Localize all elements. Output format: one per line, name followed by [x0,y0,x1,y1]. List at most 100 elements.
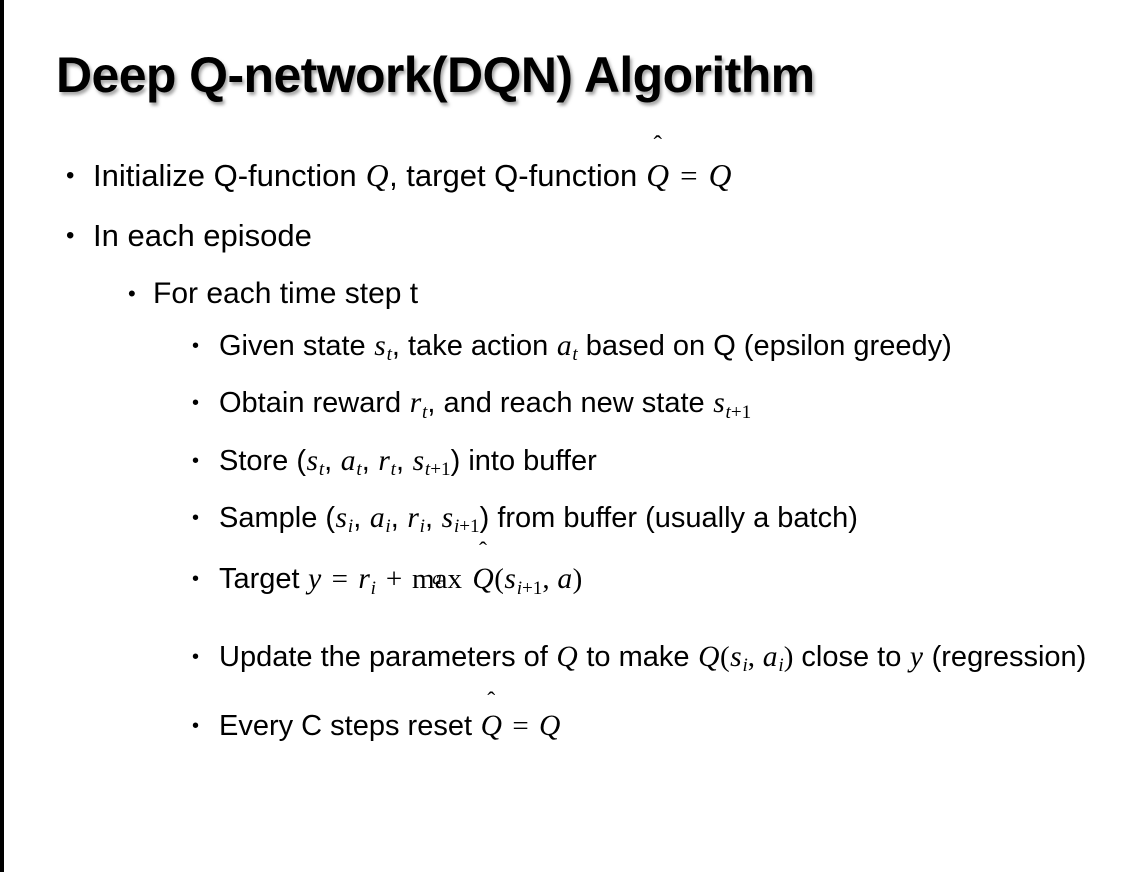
list-item: • Obtain reward rt, and reach new state … [0,379,1124,436]
text-segment: , [395,444,413,477]
bullet-point-icon: • [192,449,200,472]
subscript-offset: +1 [522,577,543,599]
text-segment: , [747,640,763,673]
list-item-text: Update the parameters of Q to make Q(si,… [219,633,1098,690]
list-item-text: Obtain reward rt, and reach new state st… [219,379,1098,436]
subscript-offset: +1 [459,516,480,538]
math-subscript: t+1 [425,459,451,480]
math-symbol-r: r [407,502,419,535]
list-item: • Store (st, at, rt, st+1) into buffer [0,437,1124,494]
list-item-text: For each time step t [153,277,419,310]
math-subscript: i [742,655,748,677]
math-equals: = [512,710,529,743]
subscript-index: t [424,459,431,481]
list-item-text: Initialize Q-function Q, target Q-functi… [93,146,1124,206]
math-symbol-q-hat: ̂Q [646,146,670,206]
text-segment: to make [578,640,698,673]
text-segment: , [542,563,557,596]
page-title: Deep Q-network(DQN) Algorithm [56,47,815,103]
math-symbol-q: Q [365,158,389,193]
subscript-index: t [725,401,731,423]
math-symbol-q: Q [698,640,720,673]
math-symbol-a: a [340,444,356,477]
math-symbol-s: s [412,444,425,477]
text-segment: ) from buffer (usually a batch) [479,502,858,535]
math-subscript: i+1 [516,577,543,599]
text-segment: , target Q-function [389,158,646,193]
math-symbol-s: s [306,444,319,477]
text-segment: Every C steps reset [219,710,481,743]
math-symbol-y: y [308,563,322,596]
subscript-offset: +1 [730,401,752,423]
math-symbol-q: Q [539,710,561,743]
list-item: • Initialize Q-function Q, target Q-func… [0,146,1124,206]
bullet-point-icon: • [66,162,75,189]
text-segment: Initialize Q-function [93,158,366,193]
math-subscript: i [347,516,354,538]
text-segment: Store ( [219,444,307,477]
math-subscript: t [422,401,428,423]
text-segment: Given state [219,330,374,362]
text-segment: close to [793,640,910,673]
max-underscript: a [432,567,442,589]
text-segment: , [353,502,370,535]
list-item: • Sample (si, ai, ri, si+1) from buffer … [0,494,1124,551]
math-symbol-s: s [441,502,454,535]
text-segment: Sample ( [219,502,336,535]
math-symbol-s: s [713,387,725,420]
math-symbol-base: Q [646,158,670,193]
list-item-text: In each episode [93,218,312,253]
math-plus: + [385,563,403,596]
text-segment: Target [219,563,308,596]
text-segment: , take action [391,330,557,362]
math-symbol-s: s [504,563,516,596]
math-symbol-s: s [374,330,386,362]
text-segment: , [390,502,407,535]
list-item: • For each time step t [0,266,1124,322]
text-segment: (regression) [923,640,1087,673]
math-subscript: t [390,459,396,481]
text-segment: based on Q (epsilon greedy) [577,330,952,362]
math-subscript: t+1 [725,401,752,423]
math-symbol-base: Q [472,563,494,596]
slide-left-edge-accent [0,0,4,872]
math-equals: = [331,563,349,596]
paren-close: ) [572,563,583,596]
list-item-text: Store (st, at, rt, st+1) into buffer [219,437,1098,494]
list-item: • Update the parameters of Q to make Q(s… [0,633,1124,690]
bullet-point-icon: • [66,222,75,249]
math-symbol-a: a [557,563,573,596]
bullet-point-icon: • [128,281,136,306]
list-item-text: Sample (si, ai, ri, si+1) from buffer (u… [219,494,1098,551]
paren-open: ( [494,563,504,596]
list-item: • Every C steps reset ̂Q=Q [0,702,1124,750]
bullet-point-icon: • [192,715,200,738]
bullet-point-icon: • [192,645,200,668]
math-subscript: t [318,459,325,481]
text-segment: Update the parameters of [219,640,556,673]
bullet-point-icon: • [192,568,200,591]
math-symbol-s: s [335,502,348,535]
bullet-point-icon: • [192,335,200,357]
math-subscript: i [778,655,784,677]
math-symbol-r: r [409,387,422,420]
subscript-index: i [516,577,523,599]
math-symbol-base: Q [480,710,502,743]
math-subscript: i+1 [454,516,480,537]
text-segment: , [425,502,442,535]
math-symbol-s: s [730,640,742,673]
math-subscript: t [386,344,392,366]
math-subscript: i [385,516,391,538]
max-label: max [412,563,462,596]
list-item-text: Target y=ri+maxâQ(si+1, a) [219,551,1098,616]
text-segment: , [361,444,378,477]
list-item-text: Every C steps reset ̂Q=Q [219,702,1098,750]
math-equals: = [680,158,698,193]
text-segment: Obtain reward [219,387,410,420]
text-segment: ) into buffer [450,444,597,477]
math-symbol-a: a [369,502,385,535]
list-item: • In each episode [0,206,1124,266]
subscript-offset: +1 [430,459,451,481]
